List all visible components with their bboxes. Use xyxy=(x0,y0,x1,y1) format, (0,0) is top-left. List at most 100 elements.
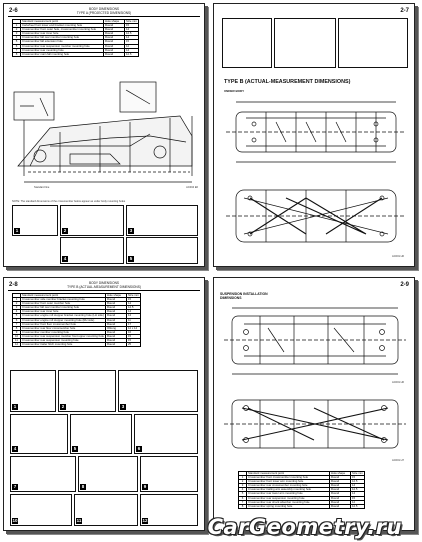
photo-label: 2 xyxy=(60,404,66,410)
photo-label: 8 xyxy=(80,484,86,490)
photo-label: 10 xyxy=(12,518,18,524)
photo-label: 6 xyxy=(136,446,142,452)
table-cell: 25 xyxy=(125,342,141,348)
suspension-view-2: AC001 H7 xyxy=(224,390,406,462)
photo-top-left xyxy=(222,18,272,68)
page-number: 2-9 xyxy=(400,282,409,288)
photo-5: 5 xyxy=(126,237,198,264)
manual-page-2-9: 2-9 SUSPENSION INSTALLATION DIMENSIONS A… xyxy=(213,277,415,531)
header-line-2: TYPE B (ACTUAL-MEASUREMENT DIMENSIONS) xyxy=(67,285,141,289)
page-number: 2-8 xyxy=(9,282,18,288)
underbody-top-view xyxy=(226,94,406,169)
photo-top-middle xyxy=(274,18,336,68)
photo-10: 10 xyxy=(10,494,72,526)
photo-3: 3 xyxy=(126,205,198,236)
table-cell: 12.5 xyxy=(124,51,139,57)
table-cell: 12.5 xyxy=(350,487,365,493)
table-cell: Size mm xyxy=(124,18,139,25)
photo-1: 1 xyxy=(10,370,56,412)
photo-3: 3 xyxy=(118,370,198,412)
underbody-diagonal-view: AC001 H6 xyxy=(226,176,406,258)
photo-label: 2 xyxy=(62,228,68,234)
photo-label: 3 xyxy=(120,404,126,410)
table-cell: 12.5 xyxy=(350,503,365,509)
photo-label: 12 xyxy=(142,518,148,524)
manual-page-2-7: 2-7 TYPE B (ACTUAL-MEASUREMENT DIMENSION… xyxy=(213,3,415,267)
table-cell: 12.5 xyxy=(350,479,365,485)
drawing-code: AC001 H6 xyxy=(392,255,404,258)
page-header: BODY DIMENSIONS TYPE B (ACTUAL-MEASUREME… xyxy=(4,281,204,289)
table-cell: Hole shape xyxy=(104,292,127,299)
photo-8: 8 xyxy=(78,456,138,492)
photo-11: 11 xyxy=(74,494,138,526)
table-cell: Round xyxy=(329,503,351,509)
photo-label: 11 xyxy=(76,518,82,524)
page-number: 2-6 xyxy=(9,8,18,14)
drawing-code: AC001 H7 xyxy=(392,459,404,462)
photo-label: 4 xyxy=(62,256,68,262)
photo-2: 2 xyxy=(58,370,116,412)
photo-label: 3 xyxy=(128,228,134,234)
manual-page-2-8: 2-8 BODY DIMENSIONS TYPE B (ACTUAL-MEASU… xyxy=(3,277,205,531)
manual-page-2-6: 2-6 BODY DIMENSIONS TYPE A (PROJECTED DI… xyxy=(3,3,205,267)
table-cell: 12.5 xyxy=(125,305,141,311)
photo-6: 6 xyxy=(134,414,198,454)
table-cell: Hole shape xyxy=(329,470,351,477)
photo-label: 5 xyxy=(72,446,78,452)
watermark-logo: CarGeometry.ru xyxy=(207,515,402,539)
photo-4: 4 xyxy=(10,414,68,454)
side-view-drawing: Standard line AC004 E6 xyxy=(10,76,200,196)
table-cell: 8 xyxy=(12,51,21,57)
drawing-label: Standard line xyxy=(34,186,50,189)
photo-7: 7 xyxy=(10,456,76,492)
table-cell: Crossmember main fall mounting hole xyxy=(20,51,104,57)
table-cell: 12.5 xyxy=(124,31,139,37)
header-rule xyxy=(8,16,200,17)
section-title: TYPE B (ACTUAL-MEASUREMENT DIMENSIONS) xyxy=(224,79,351,85)
photo-label: 4 xyxy=(12,446,18,452)
page-number: 2-7 xyxy=(400,8,409,14)
table-cell: Hole shape xyxy=(103,18,125,25)
table-cell: Crossmember trailer hitch mounting hole xyxy=(20,342,106,348)
drawing-code: AC004 E6 xyxy=(186,186,198,189)
photo-label: 9 xyxy=(142,484,148,490)
section-subtitle: UNDER BODY xyxy=(224,89,245,93)
photo-9: 9 xyxy=(140,456,198,492)
header-line-1: BODY DIMENSIONS xyxy=(88,7,120,11)
photo-1: 1 xyxy=(12,205,58,236)
header-line-2: TYPE A (PROJECTED DIMENSIONS) xyxy=(76,11,132,15)
table-cell: 12 x 14 xyxy=(125,325,141,331)
header-rule xyxy=(8,290,200,291)
table-cell: 8 xyxy=(238,503,247,509)
section-title: SUSPENSION INSTALLATION DIMENSIONS xyxy=(220,292,268,300)
page-header: BODY DIMENSIONS TYPE A (PROJECTED DIMENS… xyxy=(4,7,204,15)
suspension-view-1: AC001 H6 xyxy=(224,302,406,384)
photo-label: 1 xyxy=(14,228,20,234)
photo-12: 12 xyxy=(140,494,198,526)
table-cell: Size mm xyxy=(350,470,365,477)
table-cell: Oblong xyxy=(104,325,127,331)
table-cell: 12 xyxy=(12,342,21,348)
photo-label: 1 xyxy=(12,404,18,410)
drawing-code: AC001 H6 xyxy=(392,381,404,384)
photo-label: 7 xyxy=(12,484,18,490)
table-cell: Round xyxy=(104,342,127,348)
photo-label: 5 xyxy=(128,256,134,262)
photo-5: 5 xyxy=(70,414,132,454)
header-line-1: BODY DIMENSIONS xyxy=(88,281,120,285)
table-cell: Crossmember spring mounting hole xyxy=(246,503,330,509)
table-cell: Size mm xyxy=(125,292,141,299)
note-text: NOTE: The standard dimensions of the cro… xyxy=(12,200,126,203)
table-cell: Round xyxy=(103,51,125,57)
photo-2: 2 xyxy=(60,205,124,236)
photo-top-right xyxy=(338,18,408,68)
photo-4: 4 xyxy=(60,237,124,264)
